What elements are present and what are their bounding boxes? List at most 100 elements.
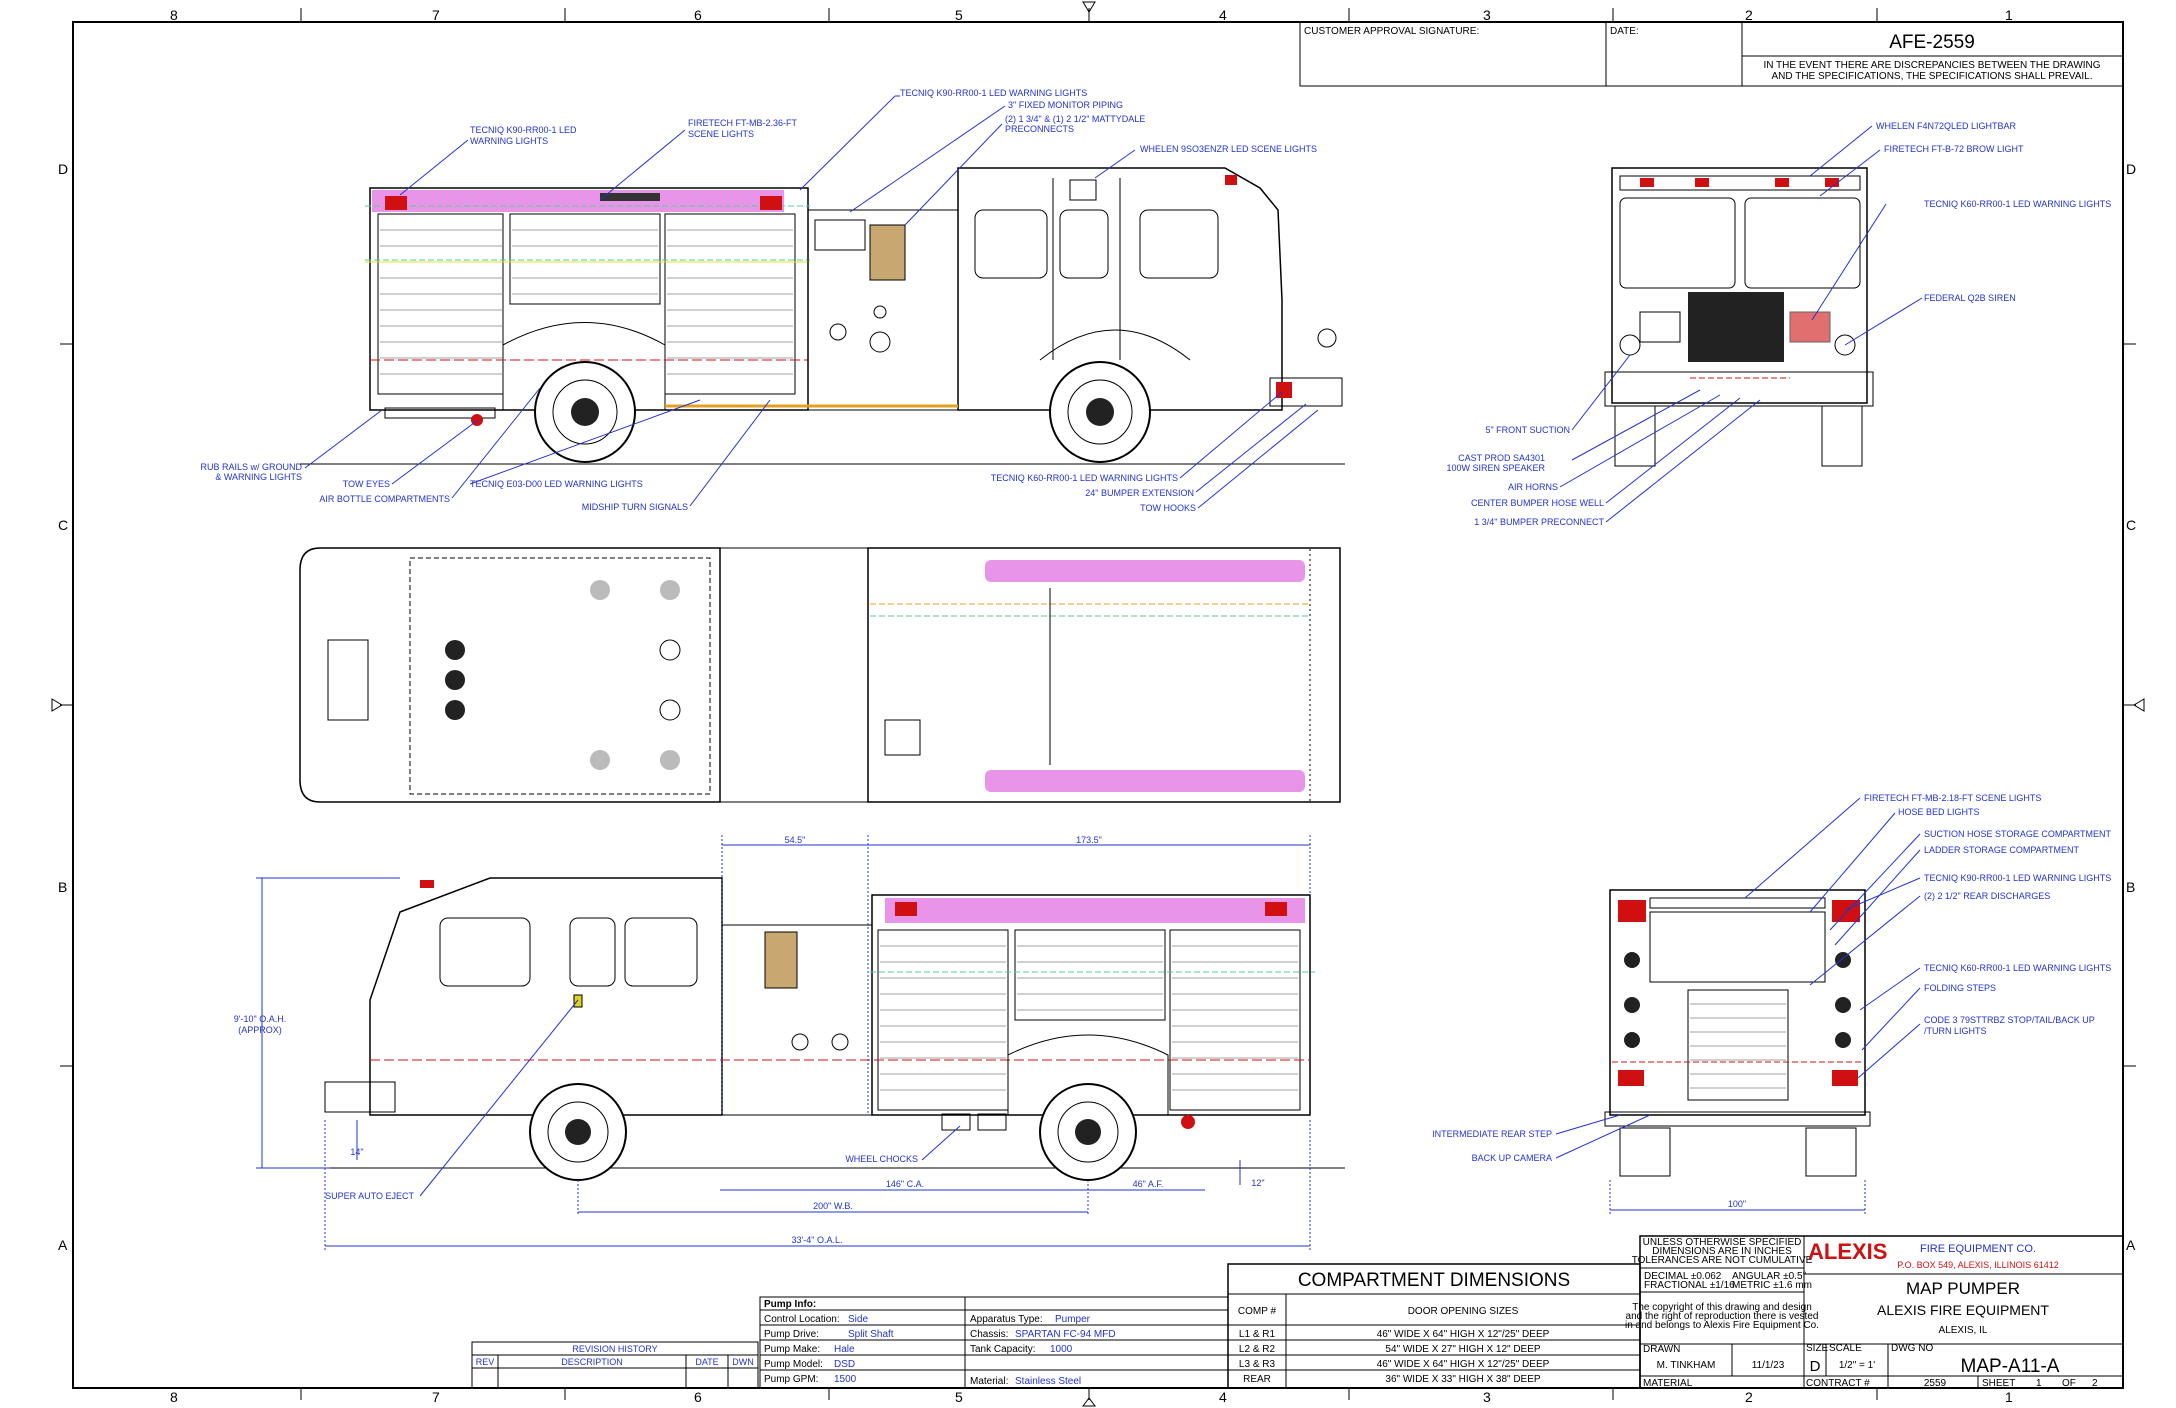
dim-173-5: 173.5" [1076, 835, 1102, 845]
svg-text:Control Location:: Control Location: [764, 1314, 840, 1325]
svg-text:A: A [58, 1237, 68, 1253]
svg-text:4: 4 [1219, 7, 1227, 23]
callout-rear-scene: FIRETECH FT-MB-2.18-FT SCENE LIGHTS [1864, 793, 2041, 803]
revision-title: REVISION HISTORY [572, 1344, 657, 1354]
svg-text:ANGULAR ±0.5°: ANGULAR ±0.5° [1732, 1271, 1807, 1282]
callout-scene-lights-1: FIRETECH FT-MB-2.36-FT [688, 118, 798, 128]
drawn-by: M. TINKHAM [1657, 1360, 1716, 1371]
svg-text:L2 & R2: L2 & R2 [1239, 1344, 1276, 1355]
svg-text:REAR: REAR [1243, 1374, 1271, 1385]
drawn-date: 11/1/23 [1752, 1360, 1785, 1371]
svg-text:Pumper: Pumper [1055, 1314, 1091, 1325]
pump-info-table: Pump Info: Control Location: Side Pump D… [759, 1296, 1229, 1389]
svg-text:4: 4 [1219, 1389, 1227, 1405]
svg-text:DSD: DSD [834, 1359, 855, 1370]
front-callouts: WHELEN F4N72QLED LIGHTBAR FIRETECH FT-B-… [1446, 121, 2111, 527]
callout-k90-rear-view: TECNIQ K90-RR00-1 LED WARNING LIGHTS [1924, 873, 2111, 883]
callout-folding-steps: FOLDING STEPS [1924, 983, 1996, 993]
pump-info-header: Pump Info: [764, 1299, 816, 1310]
dim-100: 100" [1728, 1199, 1746, 1209]
callout-cast-prod-1: CAST PROD SA4301 [1458, 453, 1545, 463]
sheet-total: 2 [2092, 1378, 2098, 1389]
compartment-title: COMPARTMENT DIMENSIONS [1298, 1270, 1570, 1291]
svg-text:CONTRACT #: CONTRACT # [1806, 1378, 1870, 1389]
svg-text:Apparatus Type:: Apparatus Type: [970, 1314, 1043, 1325]
svg-text:B: B [58, 879, 67, 895]
date-label: DATE: [1610, 26, 1639, 37]
callout-monitor-piping: 3" FIXED MONITOR PIPING [1008, 100, 1123, 110]
callout-scene-lights-2: SCENE LIGHTS [688, 129, 754, 139]
svg-text:SHEET: SHEET [1982, 1378, 2015, 1389]
callout-rub-rails-2: & WARNING LIGHTS [215, 472, 302, 482]
svg-text:C: C [58, 517, 68, 533]
svg-text:DWG NO: DWG NO [1891, 1343, 1933, 1354]
svg-text:8: 8 [170, 1389, 178, 1405]
officer-side-callouts: WHEEL CHOCKS SUPER AUTO EJECT [325, 999, 961, 1201]
svg-text:MATERIAL: MATERIAL [1643, 1378, 1693, 1389]
svg-text:36" WIDE X 33" HIGH X 38" DEEP: 36" WIDE X 33" HIGH X 38" DEEP [1385, 1374, 1540, 1385]
callout-brow-light: FIRETECH FT-B-72 BROW LIGHT [1884, 144, 2024, 154]
svg-text:SCALE: SCALE [1829, 1343, 1862, 1354]
svg-text:3: 3 [1483, 7, 1491, 23]
svg-text:D: D [58, 161, 68, 177]
svg-text:L3 & R3: L3 & R3 [1239, 1359, 1276, 1370]
svg-text:7: 7 [432, 7, 440, 23]
callout-k90-rear-1: TECNIQ K90-RR00-1 LED [470, 125, 577, 135]
callout-bumper-ext: 24" BUMPER EXTENSION [1085, 488, 1194, 498]
svg-text:6: 6 [694, 7, 702, 23]
callout-ladder-storage: LADDER STORAGE COMPARTMENT [1924, 845, 2080, 855]
callout-whelen-scene: WHELEN 9SO3ENZR LED SCENE LIGHTS [1140, 144, 1317, 154]
job-number: AFE-2559 [1889, 32, 1975, 53]
svg-text:3: 3 [1483, 1389, 1491, 1405]
svg-text:B: B [2126, 879, 2135, 895]
rev-col-rev: REV [476, 1357, 495, 1367]
svg-text:UNLESS OTHERWISE SPECIFIED: UNLESS OTHERWISE SPECIFIED [1643, 1237, 1802, 1248]
callout-code3-lights-2: /TURN LIGHTS [1924, 1026, 1987, 1036]
dim-oah-1: 9'-10" O.A.H. [234, 1014, 286, 1024]
dim-12: 12" [1251, 1178, 1264, 1188]
svg-text:A: A [2126, 1237, 2136, 1253]
svg-text:TOLERANCES ARE NOT CUMULATIVE: TOLERANCES ARE NOT CUMULATIVE [1632, 1255, 1813, 1266]
company-address: P.O. BOX 549, ALEXIS, ILLINOIS 61412 [1897, 1260, 2058, 1270]
drawing-number: MAP-A11-A [1961, 1356, 2060, 1377]
svg-text:5: 5 [955, 7, 963, 23]
svg-text:46" WIDE X 64" HIGH X 12"/25": 46" WIDE X 64" HIGH X 12"/25" DEEP [1377, 1329, 1550, 1340]
driver-side-view [300, 167, 1345, 465]
svg-text:Hale: Hale [834, 1344, 855, 1355]
dim-wb: 200" W.B. [813, 1201, 853, 1211]
callout-tow-eyes: TOW EYES [343, 479, 390, 489]
svg-text:D: D [2126, 161, 2136, 177]
sheet-number: 1 [2036, 1378, 2042, 1389]
product-company: ALEXIS FIRE EQUIPMENT [1877, 1302, 2049, 1318]
callout-lightbar: WHELEN F4N72QLED LIGHTBAR [1876, 121, 2017, 131]
callout-k60-front-view: TECNIQ K60-RR00-1 LED WARNING LIGHTS [1924, 199, 2111, 209]
dim-14: 14" [350, 1147, 363, 1157]
callout-backup-camera: BACK UP CAMERA [1472, 1153, 1552, 1163]
svg-text:and the right of reproduction: and the right of reproduction there is v… [1626, 1311, 1819, 1322]
callout-suction-storage: SUCTION HOSE STORAGE COMPARTMENT [1924, 829, 2112, 839]
svg-text:in and belongs to Alexis Fire: in and belongs to Alexis Fire Equipment … [1625, 1320, 1819, 1331]
svg-text:1: 1 [2005, 1389, 2013, 1405]
rev-col-desc: DESCRIPTION [561, 1357, 623, 1367]
contract-number: 2559 [1924, 1378, 1947, 1389]
product-location: ALEXIS, IL [1939, 1325, 1988, 1336]
svg-text:OF: OF [2062, 1378, 2076, 1389]
callout-air-horns: AIR HORNS [1508, 482, 1558, 492]
svg-text:FRACTIONAL ±1/16: FRACTIONAL ±1/16 [1644, 1280, 1735, 1291]
svg-text:Pump Drive:: Pump Drive: [764, 1329, 819, 1340]
svg-text:SIZE: SIZE [1806, 1343, 1829, 1354]
dim-ca: 146" C.A. [886, 1179, 924, 1189]
svg-text:C: C [2126, 517, 2136, 533]
svg-text:2: 2 [1745, 1389, 1753, 1405]
callout-hose-bed-lights: HOSE BED LIGHTS [1898, 807, 1980, 817]
drawing-scale: 1/2" = 1' [1839, 1360, 1875, 1371]
svg-text:46" WIDE X 64" HIGH X 12"/25": 46" WIDE X 64" HIGH X 12"/25" DEEP [1377, 1359, 1550, 1370]
svg-text:Material:: Material: [970, 1376, 1008, 1387]
callout-k60-rear-view: TECNIQ K60-RR00-1 LED WARNING LIGHTS [1924, 963, 2111, 973]
callout-super-auto-eject: SUPER AUTO EJECT [325, 1191, 414, 1201]
dim-54-5: 54.5" [785, 835, 806, 845]
rear-callouts: FIRETECH FT-MB-2.18-FT SCENE LIGHTS HOSE… [1432, 793, 2111, 1163]
svg-text:Stainless Steel: Stainless Steel [1015, 1376, 1081, 1387]
svg-text:DIMENSIONS ARE IN INCHES: DIMENSIONS ARE IN INCHES [1652, 1246, 1792, 1257]
